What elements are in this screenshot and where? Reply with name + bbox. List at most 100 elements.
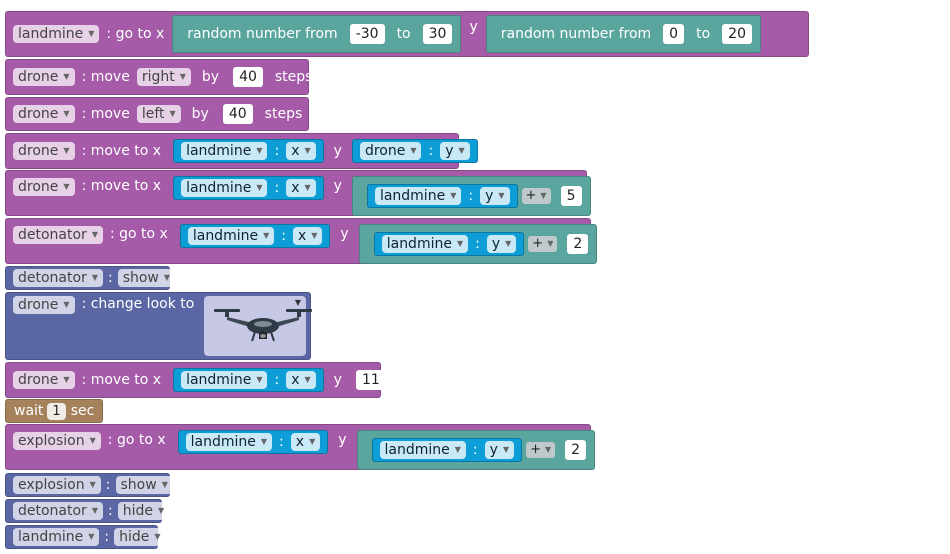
move-direction-block[interactable]: drone▼ : move left▼ by 40 steps (5, 97, 309, 131)
change-look-block[interactable]: drone▼ : change look to ▼ (5, 292, 313, 360)
chevron-down-icon: ▼ (547, 239, 554, 248)
unit-label: steps (274, 69, 313, 85)
number-input[interactable]: 0 (663, 24, 685, 44)
show-block[interactable]: explosion▼ : show▼ (5, 473, 173, 497)
go-to-block[interactable]: explosion▼ : go to x landmine▼ : x▼ y la… (5, 424, 596, 470)
sprite-dropdown[interactable]: drone▼ (13, 178, 75, 196)
action-dropdown[interactable]: hide▼ (117, 502, 170, 520)
sprite-dropdown[interactable]: detonator▼ (13, 502, 103, 520)
action-label: hide (122, 503, 153, 519)
sprite-dropdown[interactable]: landmine▼ (13, 528, 100, 546)
direction-dropdown[interactable]: left▼ (136, 105, 181, 123)
sprite-dropdown[interactable]: landmine▼ (185, 433, 273, 451)
number-input[interactable]: 30 (422, 24, 453, 44)
sprite-dropdown[interactable]: drone▼ (13, 142, 75, 160)
math-block[interactable]: landmine▼ : y▼ +▼ 2 (356, 430, 596, 470)
sprite-dropdown[interactable]: drone▼ (13, 68, 75, 86)
action-dropdown[interactable]: show▼ (117, 269, 176, 287)
property-dropdown[interactable]: x▼ (290, 433, 321, 451)
image-picker[interactable]: ▼ (204, 296, 313, 356)
number-input[interactable]: 20 (722, 24, 752, 44)
number-input[interactable]: 2 (567, 234, 589, 254)
property-dropdown[interactable]: y▼ (484, 441, 515, 459)
sprite-dropdown[interactable]: detonator▼ (13, 226, 103, 244)
chevron-down-icon: ▼ (63, 146, 70, 155)
sprite-dropdown[interactable]: landmine▼ (181, 179, 268, 197)
sprite-dropdown[interactable]: explosion▼ (13, 476, 101, 494)
property-block[interactable]: landmine▼ : y▼ (373, 232, 525, 256)
property-block[interactable]: landmine▼ : y▼ (371, 438, 523, 462)
direction-dropdown[interactable]: right▼ (136, 68, 191, 86)
property-dropdown[interactable]: x▼ (286, 142, 316, 160)
y-label: y (469, 19, 478, 35)
sprite-dropdown[interactable]: landmine▼ (181, 371, 268, 389)
colon-label: : (274, 143, 280, 159)
show-block[interactable]: detonator▼ : show▼ (5, 266, 176, 290)
action-dropdown[interactable]: show▼ (115, 476, 173, 494)
sprite-dropdown[interactable]: landmine▼ (374, 187, 462, 205)
random-number-block[interactable]: random number from 0 to 20 (485, 15, 761, 53)
wait-block[interactable]: wait 1 sec (5, 399, 103, 423)
operator-dropdown[interactable]: +▼ (526, 442, 556, 458)
property-dropdown[interactable]: x▼ (286, 371, 316, 389)
operator-dropdown[interactable]: +▼ (528, 236, 558, 252)
chevron-down-icon: ▼ (91, 230, 98, 239)
sprite-label: drone (18, 179, 59, 195)
move-direction-block[interactable]: drone▼ : move right▼ by 40 steps (5, 59, 312, 95)
sprite-dropdown[interactable]: drone▼ (13, 371, 75, 389)
move-to-block[interactable]: drone▼ : move to x landmine▼ : x▼ y dron… (5, 133, 478, 169)
wait-label: wait (14, 403, 44, 419)
property-dropdown[interactable]: y▼ (440, 142, 470, 160)
sprite-label: explosion (18, 477, 85, 493)
math-block[interactable]: landmine▼ : y▼ +▼ 5 (351, 176, 591, 216)
colon-label: : (107, 503, 113, 519)
steps-input[interactable]: 40 (222, 104, 253, 124)
property-block[interactable]: drone▼ : y▼ (351, 139, 478, 163)
property-block[interactable]: landmine▼ : y▼ (366, 184, 518, 208)
property-dropdown[interactable]: x▼ (286, 179, 316, 197)
hide-block[interactable]: landmine▼ : hide▼ (5, 525, 166, 549)
go-to-block[interactable]: detonator▼ : go to x landmine▼ : x▼ y la… (5, 218, 598, 264)
sprite-dropdown[interactable]: drone▼ (13, 296, 75, 314)
sprite-label: landmine (379, 188, 446, 204)
number-input[interactable]: -30 (349, 24, 385, 44)
math-block[interactable]: landmine▼ : y▼ +▼ 2 (358, 224, 598, 264)
property-dropdown[interactable]: x▼ (292, 227, 323, 245)
sprite-dropdown[interactable]: landmine▼ (181, 142, 268, 160)
action-dropdown[interactable]: hide▼ (114, 528, 166, 546)
sprite-dropdown[interactable]: detonator▼ (13, 269, 103, 287)
chevron-down-icon: ▼ (304, 375, 311, 384)
property-block[interactable]: landmine▼ : x▼ (173, 139, 324, 163)
steps-input[interactable]: 40 (233, 67, 263, 87)
random-number-block[interactable]: random number from -30 to 30 (172, 15, 462, 53)
property-block[interactable]: landmine▼ : x▼ (179, 224, 331, 248)
sprite-dropdown[interactable]: drone▼ (359, 142, 422, 160)
colon-label: : (274, 180, 280, 196)
chevron-down-icon: ▼ (294, 298, 301, 307)
property-block[interactable]: landmine▼ : x▼ (173, 368, 324, 392)
sprite-label: explosion (18, 433, 85, 449)
move-to-block[interactable]: drone▼ : move to x landmine▼ : x▼ y 11 (5, 362, 386, 398)
number-input[interactable]: 5 (560, 186, 582, 206)
sprite-dropdown[interactable]: landmine▼ (379, 441, 466, 459)
move-to-block[interactable]: drone▼ : move to x landmine▼ : x▼ y land… (5, 170, 591, 216)
sprite-dropdown[interactable]: landmine▼ (187, 227, 275, 245)
number-input[interactable]: 2 (565, 440, 587, 460)
to-label: to (696, 26, 711, 42)
sprite-dropdown[interactable]: explosion▼ (13, 432, 101, 450)
chevron-down-icon: ▼ (540, 191, 547, 200)
sprite-label: detonator (18, 270, 87, 286)
property-dropdown[interactable]: y▼ (486, 235, 517, 253)
sprite-dropdown[interactable]: landmine▼ (381, 235, 469, 253)
hide-block[interactable]: detonator▼ : hide▼ (5, 499, 170, 523)
property-block[interactable]: landmine▼ : x▼ (173, 176, 324, 200)
property-block[interactable]: landmine▼ : x▼ (177, 430, 329, 454)
property-dropdown[interactable]: y▼ (480, 187, 510, 205)
chevron-down-icon: ▼ (63, 109, 70, 118)
number-input[interactable]: 11 (355, 370, 386, 390)
seconds-input[interactable]: 1 (47, 402, 66, 420)
sprite-dropdown[interactable]: landmine▼ (13, 25, 100, 43)
sprite-dropdown[interactable]: drone▼ (13, 105, 75, 123)
go-to-random-block[interactable]: landmine▼ : go to x random number from -… (5, 11, 809, 57)
operator-dropdown[interactable]: +▼ (521, 188, 551, 204)
